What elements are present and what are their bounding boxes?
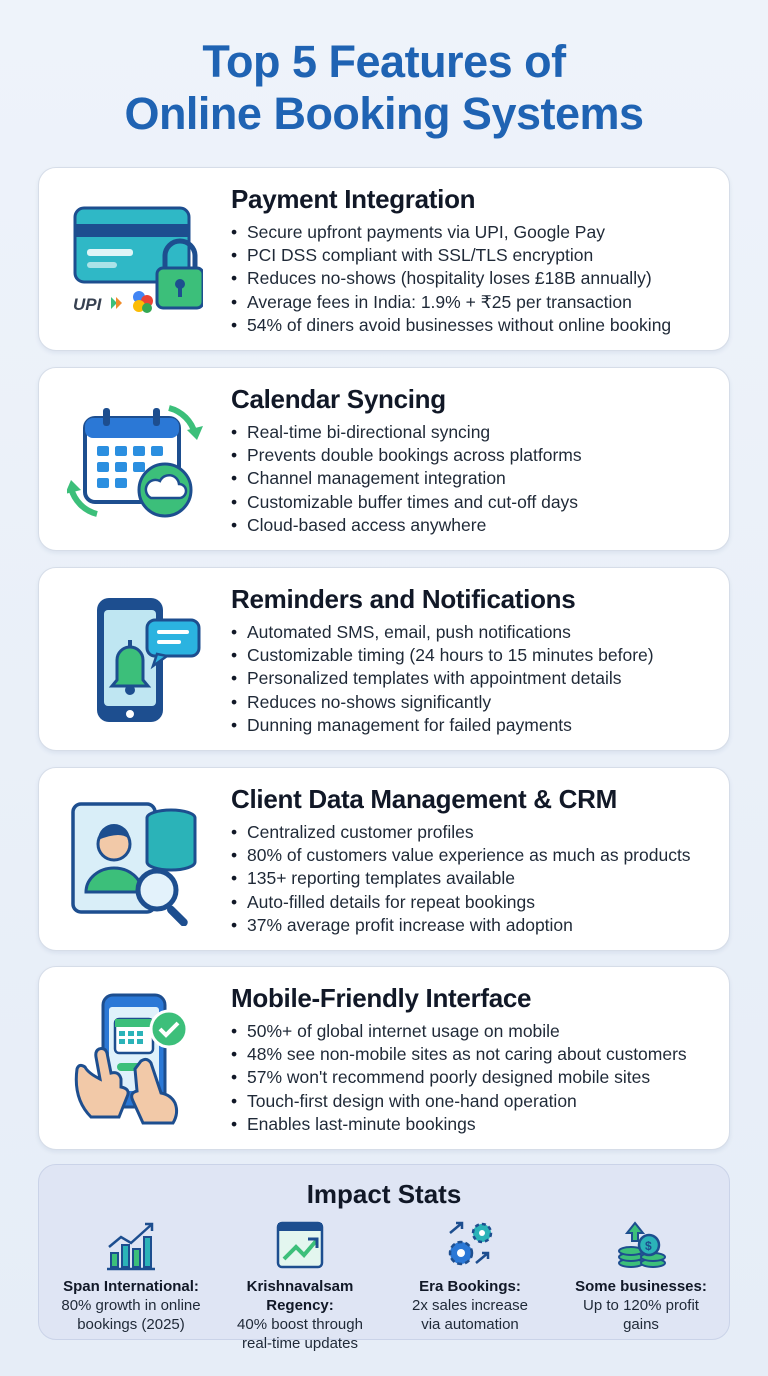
- impact-stat-krishnavalsam-regency: Krishnavalsam Regency: 40% boost through…: [214, 1219, 386, 1353]
- feature-card-payment-integration: UPI Payment Integration Secure upfront p…: [38, 167, 730, 351]
- feature-bullet: Customizable buffer times and cut-off da…: [231, 491, 719, 514]
- feature-bullet: Reduces no-shows (hospitality loses £18B…: [231, 267, 719, 290]
- feature-bullet: Real-time bi-directional syncing: [231, 421, 719, 444]
- impact-stat-span-international: Span International: 80% growth in online…: [45, 1219, 217, 1334]
- impact-stat-desc: 2x sales increase: [412, 1297, 528, 1314]
- impact-stat-name: Krishnavalsam Regency:: [246, 1278, 354, 1314]
- profile-database-icon: [67, 794, 203, 927]
- feature-bullet: Average fees in India: 1.9% + ₹25 per tr…: [231, 291, 719, 314]
- trend-arrow-screen-icon: [276, 1221, 324, 1269]
- credit-card-lock-icon: UPI: [67, 194, 205, 326]
- feature-bullet: 54% of diners avoid businesses without o…: [231, 314, 719, 337]
- feature-bullet: Secure upfront payments via UPI, Google …: [231, 221, 719, 244]
- page-title: Top 5 Features of Online Booking Systems: [0, 36, 768, 140]
- feature-bullet: Reduces no-shows significantly: [231, 691, 719, 714]
- feature-title: Reminders and Notifications: [231, 584, 576, 614]
- feature-bullet: 135+ reporting templates available: [231, 867, 719, 890]
- feature-bullet: Touch-first design with one-hand operati…: [231, 1090, 719, 1113]
- feature-bullet: Dunning management for failed payments: [231, 714, 719, 737]
- feature-bullet-list: 50%+ of global internet usage on mobile …: [231, 1020, 719, 1136]
- phone-bell-icon: [67, 594, 203, 726]
- impact-stat-desc: 80% growth in online: [61, 1297, 201, 1314]
- growth-chart-icon: [107, 1222, 155, 1271]
- feature-bullet: PCI DSS compliant with SSL/TLS encryptio…: [231, 244, 719, 267]
- feature-bullet: Prevents double bookings across platform…: [231, 444, 719, 467]
- feature-bullet: Customizable timing (24 hours to 15 minu…: [231, 644, 719, 667]
- page-title-line-2: Online Booking Systems: [124, 88, 644, 139]
- feature-bullet: Centralized customer profiles: [231, 821, 719, 844]
- feature-bullet: Channel management integration: [231, 467, 719, 490]
- impact-stat-desc: bookings (2025): [77, 1316, 185, 1333]
- feature-title: Mobile-Friendly Interface: [231, 983, 532, 1013]
- impact-stat-desc: Up to 120% profit: [583, 1297, 699, 1314]
- feature-title: Client Data Management & CRM: [231, 784, 617, 814]
- feature-bullet: 80% of customers value experience as muc…: [231, 844, 719, 867]
- mobile-touch-icon: [67, 993, 203, 1125]
- upi-logo-text: UPI: [73, 295, 103, 314]
- impact-stats-title: Impact Stats: [306, 1179, 462, 1209]
- feature-title: Calendar Syncing: [231, 384, 446, 414]
- impact-stat-name: Era Bookings:: [419, 1278, 521, 1295]
- feature-bullet-list: Real-time bi-directional syncing Prevent…: [231, 421, 719, 537]
- impact-stat-desc: gains: [623, 1316, 659, 1333]
- impact-stats-panel: Impact Stats Span International: 80% gro…: [38, 1164, 730, 1352]
- impact-stat-desc: real-time updates: [242, 1335, 358, 1352]
- svg-text:$: $: [645, 1239, 652, 1253]
- feature-bullet: Personalized templates with appointment …: [231, 667, 719, 690]
- feature-card-mobile-friendly: Mobile-Friendly Interface 50%+ of global…: [38, 966, 730, 1150]
- feature-bullet-list: Centralized customer profiles 80% of cus…: [231, 821, 719, 937]
- feature-bullet: 48% see non-mobile sites as not caring a…: [231, 1043, 719, 1066]
- feature-bullet: 50%+ of global internet usage on mobile: [231, 1020, 719, 1043]
- feature-bullet: Enables last-minute bookings: [231, 1113, 719, 1136]
- feature-card-client-data-crm: Client Data Management & CRM Centralized…: [38, 767, 730, 951]
- impact-stat-desc: 40% boost through: [237, 1316, 363, 1333]
- feature-card-calendar-syncing: Calendar Syncing Real-time bi-directiona…: [38, 367, 730, 551]
- gears-automation-icon: [448, 1221, 493, 1266]
- feature-bullet-list: Secure upfront payments via UPI, Google …: [231, 221, 719, 337]
- impact-stat-name: Some businesses:: [575, 1278, 707, 1295]
- feature-bullet-list: Automated SMS, email, push notifications…: [231, 621, 719, 737]
- calendar-sync-icon: [65, 394, 203, 526]
- feature-bullet: Automated SMS, email, push notifications: [231, 621, 719, 644]
- feature-bullet: Cloud-based access anywhere: [231, 514, 719, 537]
- impact-stat-era-bookings: Era Bookings: 2x sales increase via auto…: [384, 1219, 556, 1334]
- impact-stat-some-businesses: $ Some businesses: Up to 120% profit gai…: [555, 1219, 727, 1334]
- feature-bullet: 57% won't recommend poorly designed mobi…: [231, 1066, 719, 1089]
- feature-title: Payment Integration: [231, 184, 476, 214]
- feature-bullet: Auto-filled details for repeat bookings: [231, 891, 719, 914]
- feature-card-reminders-notifications: Reminders and Notifications Automated SM…: [38, 567, 730, 751]
- impact-stat-name: Span International:: [63, 1278, 199, 1295]
- coin-stack-icon: $: [618, 1221, 666, 1268]
- impact-stat-desc: via automation: [421, 1316, 519, 1333]
- page-title-line-1: Top 5 Features of: [202, 36, 566, 87]
- feature-bullet: 37% average profit increase with adoptio…: [231, 914, 719, 937]
